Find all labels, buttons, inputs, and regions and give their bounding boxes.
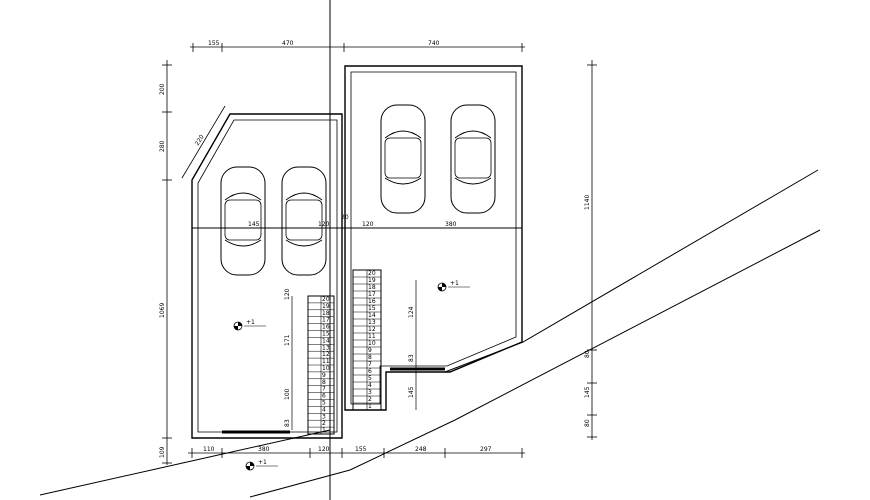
stairs-right-step-number: 14	[368, 312, 376, 319]
dim-mid-3: 20	[341, 214, 349, 221]
stairs-right-step-number: 11	[368, 333, 376, 340]
dim-bottom-1: 110	[203, 446, 215, 453]
level-mark-2: +1	[437, 280, 470, 292]
car-1	[220, 166, 266, 276]
dim-right-1: 80	[584, 350, 591, 358]
stairs-right-step-number: 13	[368, 319, 376, 326]
stairs-left-step-number: 4	[322, 406, 326, 413]
stairs-left-step-number: 19	[322, 303, 330, 310]
stairs-left-dim-1: 120	[284, 288, 291, 300]
stairs-left-step-number: 6	[322, 393, 326, 400]
dim-bottom-3: 120	[318, 446, 330, 453]
stairs-left-step-number: 20	[322, 296, 330, 303]
dim-top-2: 470	[282, 40, 294, 47]
stairs-right-step-number: 5	[368, 375, 372, 382]
dim-right-2: 145	[584, 386, 591, 398]
stairs-left-step-number: 2	[322, 420, 326, 427]
stairs-left-step-number: 15	[322, 330, 330, 337]
dim-mid-4: 120	[362, 221, 374, 228]
stairs-left-step-number: 7	[322, 386, 326, 393]
right-dimension-line: 1140 80 145 80	[584, 60, 597, 440]
stairs-right-step-number: 10	[368, 340, 376, 347]
stairs-left-step-number: 8	[322, 379, 326, 386]
stairs-right-step-number: 1	[368, 403, 372, 410]
dim-mid-5: 380	[445, 221, 457, 228]
stairs-right-step-number: 17	[368, 291, 376, 298]
road-lines	[39, 169, 821, 498]
dim-bottom-4: 155	[355, 446, 367, 453]
stairs-left-dim-3: 100	[284, 388, 291, 400]
dim-left-4: 109	[159, 446, 166, 458]
dim-top-1: 155	[208, 40, 220, 47]
stairs-right-step-number: 6	[368, 368, 372, 375]
stairs-left-step-number: 14	[322, 337, 330, 344]
stairs-left-step-number: 1	[322, 427, 326, 434]
diagonal-dimension: 220	[181, 105, 226, 179]
dim-right-3: 80	[584, 419, 591, 427]
dim-left-1: 200	[159, 83, 166, 95]
left-building	[191, 113, 343, 439]
dim-left-2: 280	[159, 140, 166, 152]
dim-top-3: 740	[428, 40, 440, 47]
stairs-left-dim-4: 83	[284, 419, 291, 427]
car-3	[380, 104, 426, 214]
dim-left-3: 1069	[159, 303, 166, 318]
level-mark-3-text: +1	[258, 459, 267, 466]
stairs-left-step-number: 12	[322, 351, 330, 358]
stairs-right-step-number: 19	[368, 277, 376, 284]
stairs-right-step-number: 4	[368, 382, 372, 389]
stairs-right-dim-3: 145	[408, 386, 415, 398]
stairs-right-step-number: 16	[368, 298, 376, 305]
stairs-left-step-number: 9	[322, 372, 326, 379]
stairs-right-dim-2: 83	[408, 354, 415, 362]
dim-bottom-5: 248	[415, 446, 427, 453]
level-mark-1: +1	[233, 319, 266, 331]
level-mark-3: +1	[245, 459, 278, 471]
stairs-left-step-number: 3	[322, 413, 326, 420]
dim-mid-2: 120	[318, 221, 330, 228]
stairs-left-step-number: 17	[322, 317, 330, 324]
dim-diagonal: 220	[194, 133, 206, 147]
stairs-right-step-number: 3	[368, 389, 372, 396]
stairs-right-step-number: 9	[368, 347, 372, 354]
car-4	[450, 104, 496, 214]
stairs-left-step-number: 5	[322, 399, 326, 406]
car-2	[281, 166, 327, 276]
dim-right-overall: 1140	[584, 195, 591, 210]
bottom-dimension-line: 110 380 120 155 248 297	[188, 446, 525, 458]
stairs-left-step-number: 16	[322, 324, 330, 331]
level-mark-1-text: +1	[246, 319, 255, 326]
middle-dimension-line: 145 120 20 120 380	[192, 214, 522, 229]
dim-bottom-6: 297	[480, 446, 492, 453]
stairs-right-step-number: 15	[368, 305, 376, 312]
stairs-right-step-number: 2	[368, 396, 372, 403]
stairs-left-step-number: 10	[322, 365, 330, 372]
stairs-right-step-number: 20	[368, 270, 376, 277]
stairs-left-step-number: 11	[322, 358, 330, 365]
right-building	[344, 65, 523, 411]
top-dimension-line: 155 470 740	[190, 40, 525, 52]
stairs-left-step-number: 18	[322, 310, 330, 317]
stairs-right-step-number: 7	[368, 361, 372, 368]
left-dimension-line: 200 280 1069 109	[159, 60, 172, 465]
dim-mid-1: 145	[248, 221, 260, 228]
level-mark-2-text: +1	[450, 280, 459, 287]
stairs-left-dim-2: 171	[284, 334, 291, 346]
stairs-right-step-number: 12	[368, 326, 376, 333]
stairs-right-step-number: 18	[368, 284, 376, 291]
dim-bottom-2: 380	[258, 446, 270, 453]
stairs-right-step-number: 8	[368, 354, 372, 361]
stairs-right-dim-1: 124	[408, 306, 415, 318]
stairs-left-step-number: 13	[322, 344, 330, 351]
